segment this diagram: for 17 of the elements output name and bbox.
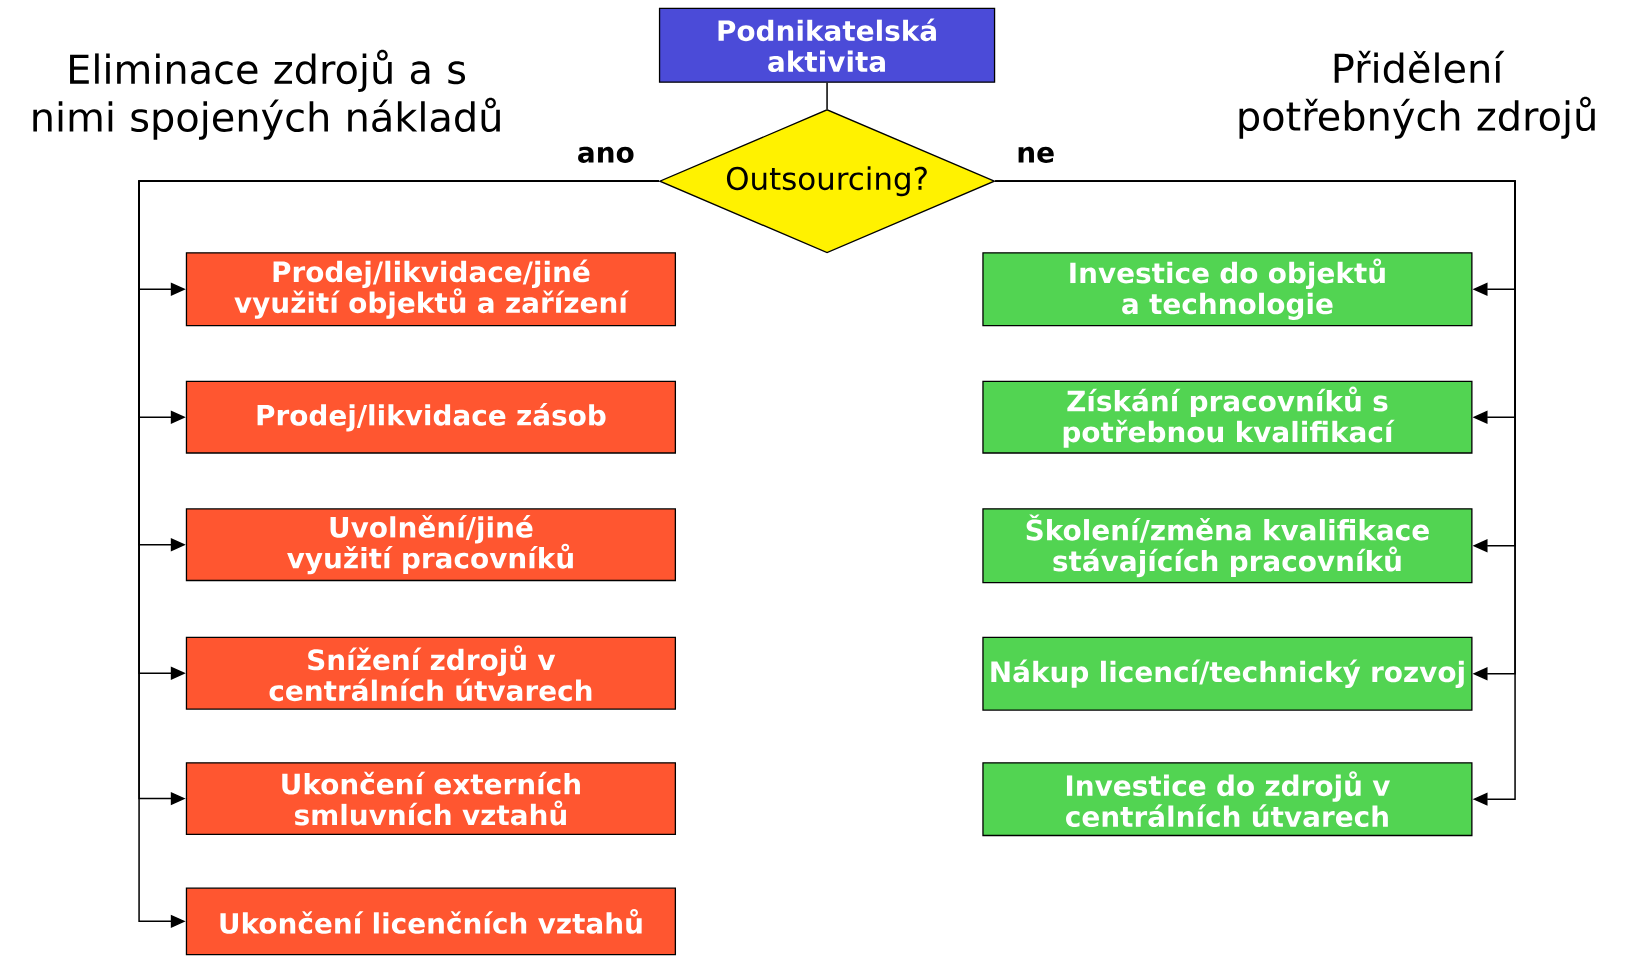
process-box: Investice do zdrojů v centrálních útvarech [982, 762, 1473, 837]
start-box: Podnikatelská aktivita [658, 7, 996, 83]
branch-heading: Přidělení potřebných zdrojů [1239, 50, 1595, 139]
connector-arrow [994, 180, 1516, 806]
process-box: Uvolnění/jiné využití pracovníků [185, 508, 676, 582]
branch-heading: Eliminace zdrojů a s nimi spojených nákladů [33, 49, 500, 140]
process-box: Školení/změna kvalifikace stávajících pracovníků [982, 508, 1473, 584]
edge-label: ano [578, 146, 634, 163]
process-box: Snížení zdrojů v centrálních útvarech [185, 636, 676, 710]
process-box: Prodej/likvidace zásob [185, 380, 676, 454]
process-box: Ukončení licenčních vztahů [185, 887, 676, 956]
process-box: Nákup licencí/technický rozvoj [982, 636, 1473, 711]
process-box: Získání pracovníků s potřebnou kvalifikací [982, 380, 1473, 454]
edge-label: ne [1018, 146, 1054, 163]
process-box: Ukončení externích smluvních vztahů [185, 762, 676, 836]
process-box: Investice do objektů a technologie [982, 252, 1473, 327]
process-box: Prodej/likvidace/jiné využití objektů a zařízení [185, 252, 676, 327]
